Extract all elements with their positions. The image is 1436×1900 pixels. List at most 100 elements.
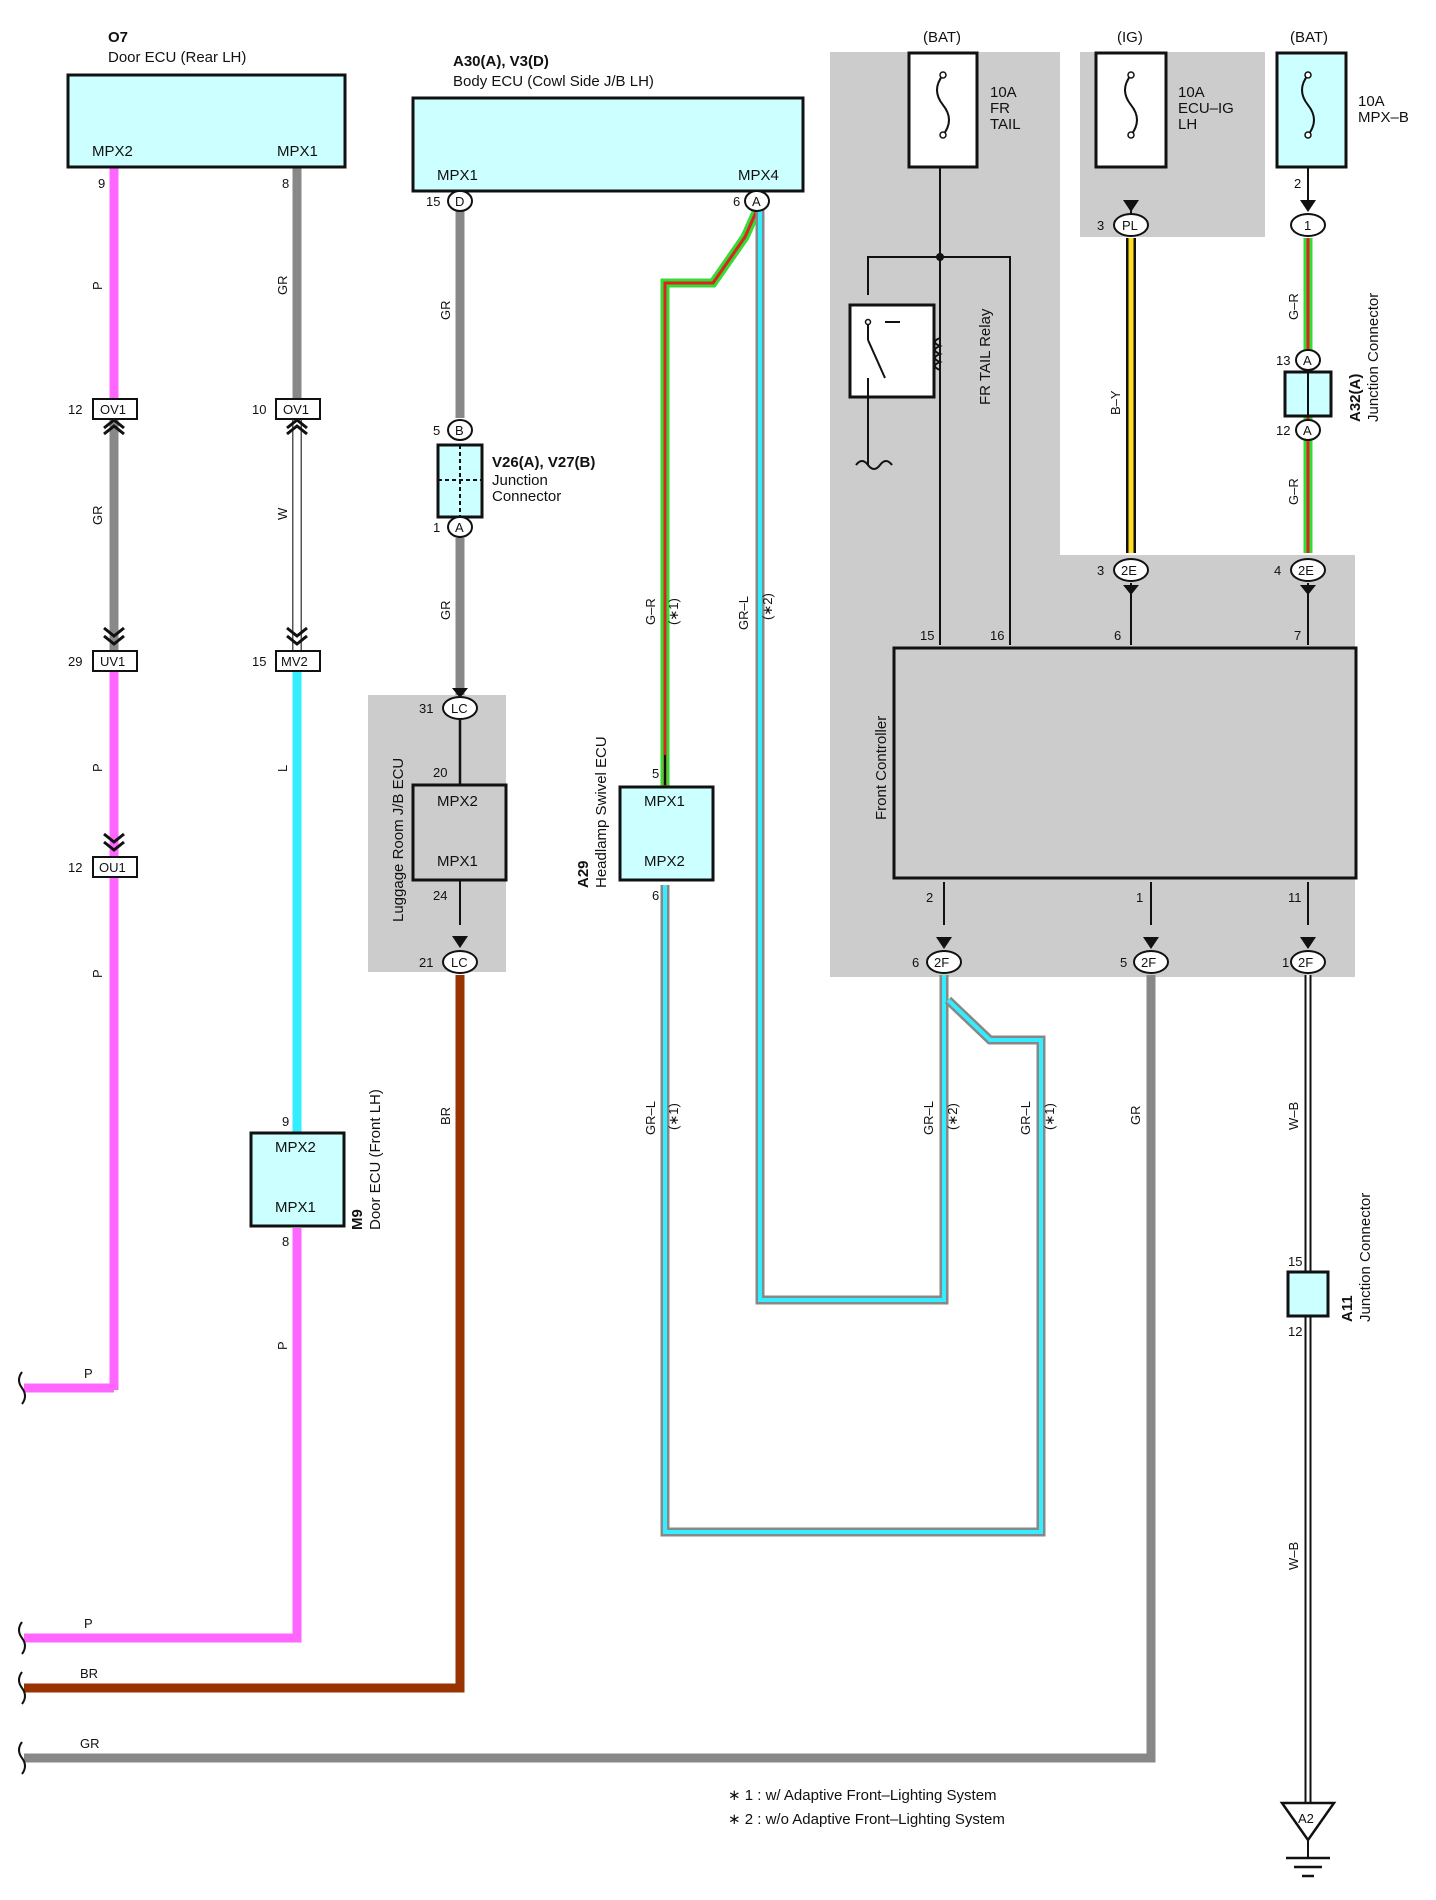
lbl-g-r-2: G–R — [1286, 293, 1301, 320]
conn-uv1: UV1 — [100, 654, 125, 669]
wire-gr-bottom — [24, 975, 1156, 1763]
headlamp-swivel-ecu: MPX1 MPX2 A29 Headlamp Swivel ECU — [575, 736, 715, 888]
lbl-w-b-1: W–B — [1286, 1102, 1301, 1130]
wire-p-m9 — [24, 1228, 302, 1643]
pin-fc-2: 2 — [926, 890, 933, 905]
a29-name: Headlamp Swivel ECU — [593, 736, 610, 888]
pin-pl-3: 3 — [1097, 218, 1104, 233]
pin-fc-7: 7 — [1294, 628, 1301, 643]
conn-1: 1 — [1304, 218, 1311, 233]
fr-tail-relay: FR TAIL Relay — [848, 253, 994, 405]
lbl-gr-l-2: GR–L — [643, 1101, 658, 1135]
body-ecu: A30(A), V3(D) Body ECU (Cowl Side J/B LH… — [411, 53, 805, 193]
junction-v26-v27: V26(A), V27(B) Junction Connector — [436, 443, 595, 519]
lbl-gr-l-4: GR–L — [1018, 1101, 1033, 1135]
luggage-room-jb-ecu: MPX2 MPX1 Luggage Room J/B ECU — [390, 758, 508, 922]
pin-numbers: 9 8 12 10 29 15 12 15 6 5 1 31 20 24 21 … — [68, 176, 1302, 1339]
pin-body-15: 15 — [426, 194, 440, 209]
wire-labels: P GR GR W P L P P P P BR GR GR GR BR G–R… — [80, 276, 1301, 1752]
fuse-ecu-ig: (IG) 10A ECU–IG LH — [1094, 29, 1234, 169]
pin-luggage-24: 24 — [433, 888, 447, 903]
body-ecu-pin-mpx1: MPX1 — [437, 167, 478, 184]
a11-name: Junction Connector — [1357, 1193, 1374, 1322]
body-ecu-code: A30(A), V3(D) — [453, 53, 549, 70]
pin-o7-8: 8 — [282, 176, 289, 191]
lbl-gr-l-1: GR–L — [736, 596, 751, 630]
a29-pin-mpx2: MPX2 — [644, 853, 685, 870]
pin-luggage-20: 20 — [433, 765, 447, 780]
lbl-gr-6: GR — [1128, 1106, 1143, 1126]
lbl-note1-a: (∗1) — [666, 598, 681, 625]
a29-pin-mpx1: MPX1 — [644, 793, 685, 810]
pin-fc-6: 6 — [1114, 628, 1121, 643]
pin-2e-4: 4 — [1274, 563, 1281, 578]
wire-p-left — [24, 168, 119, 1393]
lbl-note1-c: (∗1) — [1042, 1103, 1057, 1130]
body-ecu-pin-mpx4: MPX4 — [738, 167, 779, 184]
conn-ov1-b: OV1 — [283, 402, 309, 417]
pin-2e-3: 3 — [1097, 563, 1104, 578]
pin-o7-9: 9 — [98, 176, 105, 191]
relay-switch-wave — [855, 460, 893, 470]
conn-lc-bottom: LC — [451, 955, 468, 970]
conn-mv2: MV2 — [281, 654, 308, 669]
pin-lc-21: 21 — [419, 955, 433, 970]
bat2-label: (BAT) — [1290, 29, 1328, 46]
pin-2f-1: 1 — [1282, 955, 1289, 970]
a32-code: A32(A) — [1347, 374, 1364, 422]
lbl-note1-b: (∗1) — [666, 1103, 681, 1130]
pin-v26-1: 1 — [433, 520, 440, 535]
lbl-p-5: P — [84, 1366, 93, 1381]
conn-ou1: OU1 — [99, 860, 126, 875]
ground-label: A2 — [1298, 1811, 1314, 1826]
lbl-note2-b: (∗2) — [945, 1103, 960, 1130]
conn-2e-a: 2E — [1121, 563, 1137, 578]
front-controller: Front Controller — [873, 646, 1358, 880]
ig-label: (IG) — [1117, 29, 1143, 46]
pin-a32-13: 13 — [1276, 353, 1290, 368]
conn-2e-b: 2E — [1298, 563, 1314, 578]
conn-lc-top: LC — [451, 701, 468, 716]
lbl-p-2: P — [90, 763, 105, 772]
luggage-name: Luggage Room J/B ECU — [390, 758, 407, 922]
connectors-oval: D A B A LC LC PL 1 A A 2E 2E 2F 2F 2F — [442, 190, 1326, 974]
o7-name: Door ECU (Rear LH) — [108, 49, 246, 66]
wire-gr-l-2 — [755, 210, 949, 1305]
junction-a32: A32(A) Junction Connector — [1283, 293, 1382, 422]
pin-fc-1: 1 — [1136, 890, 1143, 905]
lbl-gr-2: GR — [90, 506, 105, 526]
lbl-gr-4: GR — [438, 301, 453, 321]
lbl-l: L — [275, 765, 290, 772]
a11-code: A11 — [1339, 1295, 1356, 1322]
fuse-fr-tail-amp: 10A — [990, 84, 1017, 101]
v26-name2: Connector — [492, 488, 561, 505]
pin-ov1-10: 10 — [252, 402, 266, 417]
pin-2f-5: 5 — [1120, 955, 1127, 970]
fuse-ecu-ig-l1: ECU–IG — [1178, 100, 1234, 117]
v26-code: V26(A), V27(B) — [492, 454, 595, 471]
front-controller-label: Front Controller — [873, 716, 890, 820]
lbl-p-1: P — [90, 281, 105, 290]
conn-b: B — [455, 423, 464, 438]
m9-pin-mpx1: MPX1 — [275, 1199, 316, 1216]
luggage-pin-mpx1: MPX1 — [437, 853, 478, 870]
conn-d: D — [455, 194, 464, 209]
lbl-b-y: B–Y — [1108, 390, 1123, 415]
fuse-ecu-ig-amp: 10A — [1178, 84, 1205, 101]
m9-name: Door ECU (Front LH) — [367, 1089, 384, 1230]
pin-a11-15: 15 — [1288, 1254, 1302, 1269]
connectors-rect: OV1 OV1 UV1 MV2 OU1 — [92, 398, 321, 878]
conn-a-a32-bottom: A — [1303, 423, 1312, 438]
connector-chevrons — [103, 418, 308, 852]
pin-ou1-12: 12 — [68, 860, 82, 875]
junction-a11: A11 Junction Connector — [1286, 1193, 1374, 1322]
pin-uv1-29: 29 — [68, 654, 82, 669]
lbl-g-r-3: G–R — [1286, 478, 1301, 505]
body-ecu-name: Body ECU (Cowl Side J/B LH) — [453, 73, 654, 90]
fuse-fr-tail-l2: TAIL — [990, 116, 1021, 133]
conn-ov1-a: OV1 — [100, 402, 126, 417]
wire-gr-left — [109, 168, 302, 650]
fuse-mpx-b: (BAT) 10A MPX–B — [1275, 29, 1409, 169]
pin-mv2-15: 15 — [252, 654, 266, 669]
